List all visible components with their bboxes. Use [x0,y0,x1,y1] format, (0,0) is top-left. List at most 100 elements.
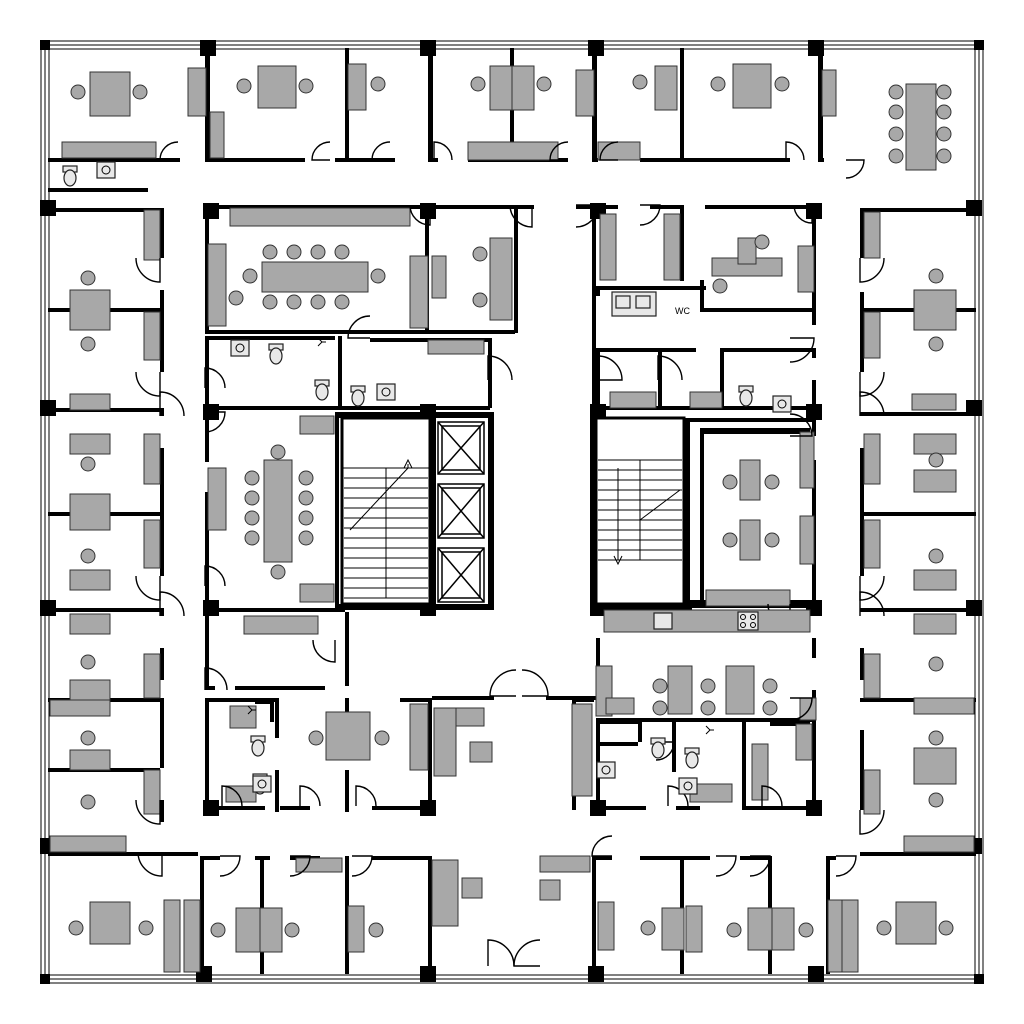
door-swing [657,355,683,381]
door-swing [299,785,321,807]
wall-segment [275,770,279,812]
door-arc [433,141,453,161]
door-arc [859,809,885,835]
structural-column [966,200,982,216]
door-arc [299,785,321,807]
desk [347,63,367,111]
wall-segment [596,286,600,296]
toilet-bowl [269,347,283,365]
desk [799,431,815,489]
desk [539,879,561,901]
wall-segment [200,856,204,974]
chair [298,78,314,94]
door-arc [135,575,161,601]
wall-segment [205,336,209,410]
door-swing [433,141,453,161]
door-arc [599,141,619,161]
door-swing [351,855,373,877]
door-arc [219,855,241,877]
wall-segment [596,348,696,352]
structural-column [808,40,824,56]
door-swing [835,855,857,877]
door-swing [655,741,675,761]
chair [374,730,390,746]
door-swing [487,939,515,967]
chair [132,84,148,100]
door-arc [135,371,161,397]
door-arc [749,855,771,877]
door-swing [159,391,185,417]
door-arc [135,799,161,825]
structural-column [420,800,436,816]
toilet [250,735,266,757]
chair [334,244,350,260]
wall-segment [700,280,704,310]
desk [739,459,761,501]
structural-column [203,600,219,616]
desk [661,907,685,951]
door-arc [835,855,857,877]
door-swing [487,355,513,381]
toilet [684,747,700,769]
wall-segment [160,648,164,680]
structural-column [420,40,436,56]
door-arc [859,575,885,601]
door-arc [489,669,517,697]
desk [235,907,261,953]
door-arc [575,204,599,228]
door-arc [657,355,683,381]
door-arc [159,141,179,161]
wall-segment [860,608,976,612]
wall-segment [48,188,148,192]
desk [654,65,678,111]
desk [725,665,755,715]
wall-segment [690,418,812,422]
chair [472,292,488,308]
chair [798,922,814,938]
chair [80,730,96,746]
chair [370,268,386,284]
door-arc [639,204,661,226]
chair [298,530,314,546]
wall-segment [275,698,279,738]
wall-segment [860,208,976,212]
door-swing [761,785,783,807]
structural-column [203,203,219,219]
desk [467,141,559,161]
wall-segment [596,742,638,746]
chair [888,126,904,142]
desk [143,653,161,699]
door-swing [135,257,161,283]
door-arc [591,835,613,857]
desk [259,907,283,953]
wall-segment [338,412,492,418]
chair [936,84,952,100]
desk [913,613,957,635]
door-swing [311,141,331,161]
structural-column [806,203,822,219]
desk [863,653,881,699]
door-arc [159,591,185,617]
structural-column [40,600,56,616]
wall-segment [205,492,209,612]
desk [841,899,859,973]
structural-column [808,966,824,982]
chair [928,268,944,284]
chair [754,234,770,250]
wall-segment [592,856,596,974]
chair [70,84,86,100]
desk [69,569,111,591]
desk [325,711,371,761]
wall-segment [160,608,164,616]
chairs [68,74,954,938]
wall-segment [400,698,432,702]
chair [236,78,252,94]
toilet-bowl [351,389,365,407]
desk [257,65,297,109]
furniture [49,63,975,973]
desk [69,679,111,701]
wall-segment [720,348,724,410]
chair [286,294,302,310]
chair [472,246,488,262]
door-arc [159,391,185,417]
